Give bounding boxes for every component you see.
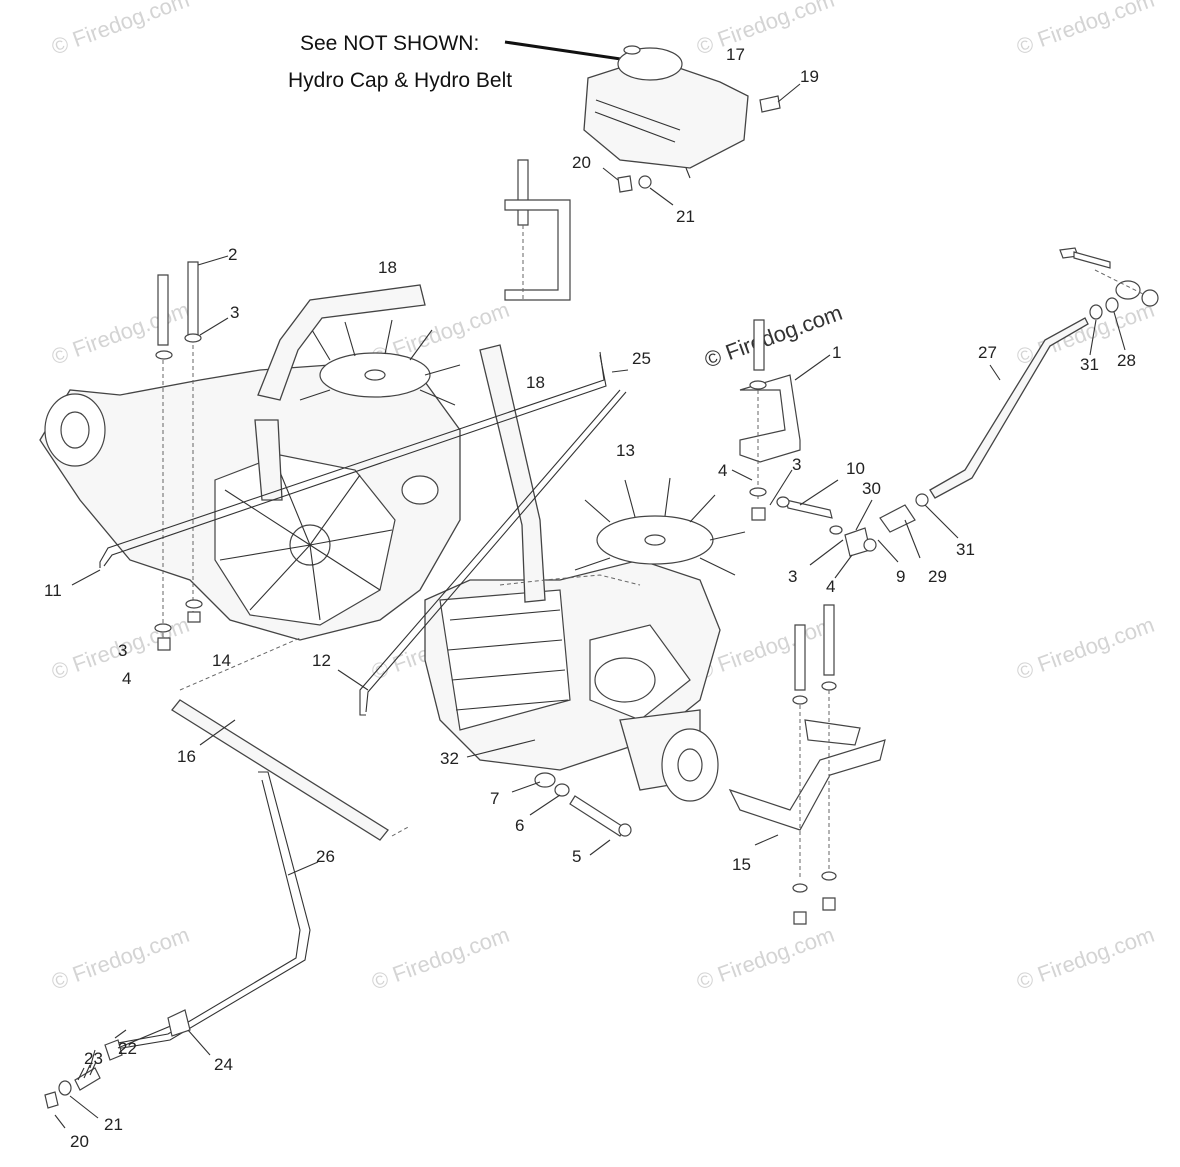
watermark: © Firedog.com [1013,612,1157,685]
callout-3: 3 [230,303,239,322]
upper-bracket [504,159,571,301]
callout-11: 11 [44,581,62,600]
callout-18: 18 [378,258,397,277]
callout-4c: 4 [122,669,131,688]
callout-14: 14 [212,651,231,670]
callout-21b: 21 [104,1115,123,1134]
callout-22: 22 [118,1039,137,1058]
callout-2: 2 [228,245,237,264]
callout-23: 23 [84,1049,103,1068]
callout-13: 13 [616,441,635,460]
callout-6: 6 [515,816,524,835]
callout-31: 31 [1080,355,1099,374]
callout-1: 1 [832,343,841,362]
control-rods [71,351,629,716]
callout-29: 29 [928,567,947,586]
watermark: © Firedog.com [368,922,512,995]
callout-17: 17 [726,45,745,64]
linkage-hardware [731,469,959,579]
callout-20: 20 [572,153,591,172]
reservoir-hardware [602,83,801,206]
callout-32: 32 [440,749,459,768]
watermark: © Firedog.com [693,922,837,995]
callout-27: 27 [978,343,997,362]
note-line-2: Hydro Cap & Hydro Belt [288,69,512,92]
callout-3b: 3 [792,455,801,474]
callout-20b: 20 [70,1132,89,1151]
hardware-5-7 [466,739,632,856]
callout-10: 10 [846,459,865,478]
control-rod-27 [929,247,1159,499]
watermark: © Firedog.com [1013,922,1157,995]
note-line-1: See NOT SHOWN: [300,32,479,55]
shaft-16 [171,637,411,841]
bracket-1 [739,319,831,500]
watermark: © Firedog.com [48,922,192,995]
watermark: © Firedog.com [48,0,192,60]
callout-12: 12 [312,651,331,670]
callout-7: 7 [490,789,499,808]
watermark: © Firedog.com [1013,0,1157,60]
callout-25: 25 [632,349,651,368]
left-hydro-transaxle [39,284,461,641]
callout-31b: 31 [956,540,975,559]
callout-3c: 3 [788,567,797,586]
right-hydro-transaxle [424,344,746,802]
watermark: © Firedog.com [48,297,192,370]
callout-9: 9 [896,567,905,586]
callout-28: 28 [1117,351,1136,370]
callout-layer: 17 19 20 21 2 18 3 1 25 18 27 31 28 13 4… [44,45,1136,1151]
callout-26: 26 [316,847,335,866]
callout-24: 24 [214,1055,233,1074]
watermark-prominent: © Firedog.com [701,300,845,373]
spring-hardware [44,1009,211,1129]
callout-4: 4 [718,461,727,480]
callout-18b: 18 [526,373,545,392]
callout-15: 15 [732,855,751,874]
note-not-shown: See NOT SHOWN: Hydro Cap & Hydro Belt [288,32,656,92]
left-bolts [154,255,229,651]
callout-3d: 3 [118,641,127,660]
hydro-reservoir [583,45,749,179]
bracket-15 [728,604,886,925]
rod-26 [109,771,319,1051]
callout-21: 21 [676,207,695,226]
watermark: © Firedog.com [693,0,837,60]
callout-5: 5 [572,847,581,866]
callout-4b: 4 [826,577,835,596]
callout-30: 30 [862,479,881,498]
callout-19: 19 [800,67,819,86]
callout-16: 16 [177,747,196,766]
